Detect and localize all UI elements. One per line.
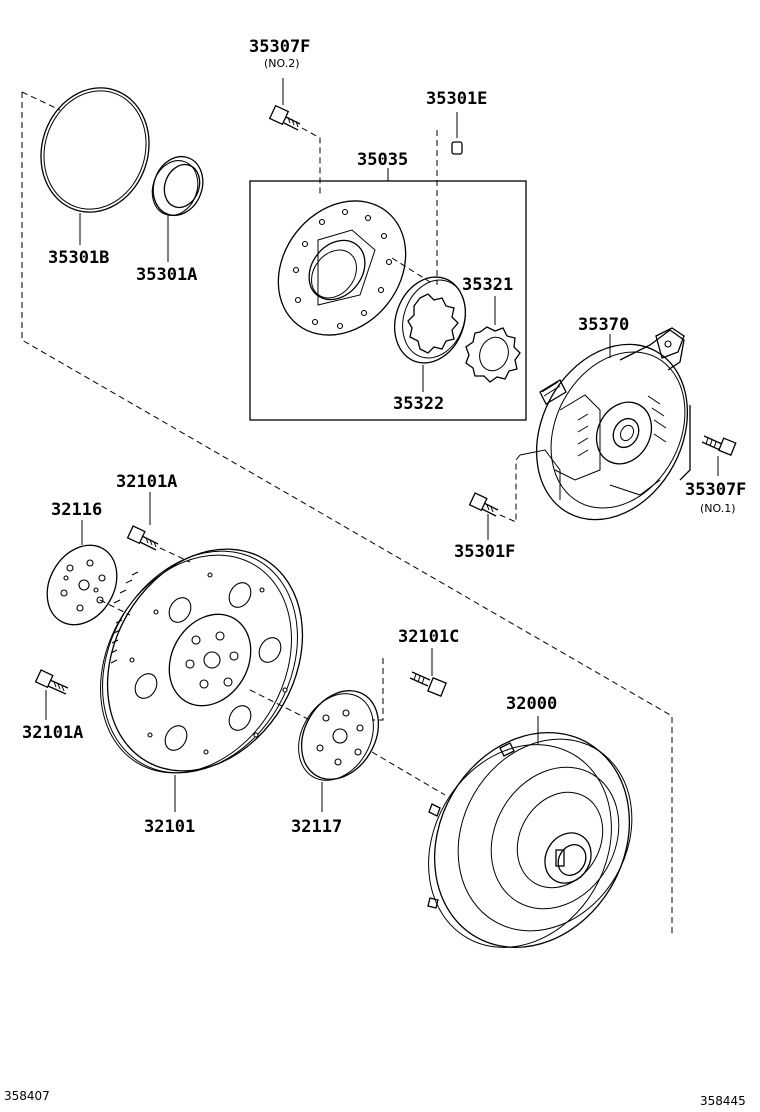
label-35307F-no2[interactable]: 35307F: [249, 37, 310, 57]
label-35370[interactable]: 35370: [578, 315, 629, 335]
o-ring-35301B[interactable]: [25, 74, 165, 227]
dash-32101A-top: [159, 547, 191, 563]
label-35301A[interactable]: 35301A: [136, 265, 197, 285]
drive-plate-32101[interactable]: [62, 514, 341, 809]
note-35307F-no1: (NO.1): [700, 502, 736, 515]
footer-code-right: 358445: [700, 1094, 746, 1108]
label-35301F[interactable]: 35301F: [454, 542, 515, 562]
dash-32117-axis: [371, 751, 446, 796]
plate-32116[interactable]: [33, 533, 130, 638]
label-35301B[interactable]: 35301B: [48, 248, 109, 268]
oil-seal-35301A[interactable]: [145, 150, 211, 223]
dash-32101-axis: [249, 689, 311, 721]
bolt-32101A-left[interactable]: [34, 669, 69, 695]
bolt-32101C[interactable]: [409, 671, 447, 697]
kit-box-35035: [249, 180, 527, 421]
label-35321[interactable]: 35321: [462, 275, 513, 295]
part-labels: 35307F (NO.2) 35301E 35035 35301B 35301A…: [4, 37, 746, 1108]
label-32101A-left[interactable]: 32101A: [22, 723, 83, 743]
assembly-dashed-outline: [21, 91, 673, 935]
dash-35370: [499, 454, 521, 523]
label-35035[interactable]: 35035: [357, 150, 408, 170]
dash-32116: [99, 599, 131, 616]
label-32101C[interactable]: 32101C: [398, 627, 459, 647]
label-35307F-no1[interactable]: 35307F: [685, 480, 746, 500]
label-35322[interactable]: 35322: [393, 394, 444, 414]
label-32117[interactable]: 32117: [291, 817, 342, 837]
footer-code-left: 358407: [4, 1089, 50, 1103]
bolt-32101A-top[interactable]: [126, 525, 159, 551]
pump-body-plate[interactable]: [252, 176, 432, 361]
bolt-35307F-no1[interactable]: [701, 435, 737, 456]
bolt-35307F-no2[interactable]: [268, 104, 301, 131]
plate-32117[interactable]: [284, 677, 394, 794]
bolt-35301F[interactable]: [468, 492, 499, 517]
pin-35301E[interactable]: [451, 141, 463, 155]
pump-stator-35370[interactable]: [507, 318, 717, 546]
note-35307F-no2: (NO.2): [264, 57, 300, 70]
dash-35307F-no2: [301, 127, 321, 195]
label-32000[interactable]: 32000: [506, 694, 557, 714]
driven-gear-35322[interactable]: [383, 267, 477, 373]
drive-gear-35321[interactable]: [465, 326, 521, 383]
dash-32101C: [372, 658, 384, 721]
label-32101[interactable]: 32101: [144, 817, 195, 837]
torque-converter-32000[interactable]: [393, 697, 668, 983]
label-35301E[interactable]: 35301E: [426, 89, 487, 109]
dash-axis-kit: [391, 257, 431, 283]
label-32116[interactable]: 32116: [51, 500, 102, 520]
label-32101A-top[interactable]: 32101A: [116, 472, 177, 492]
